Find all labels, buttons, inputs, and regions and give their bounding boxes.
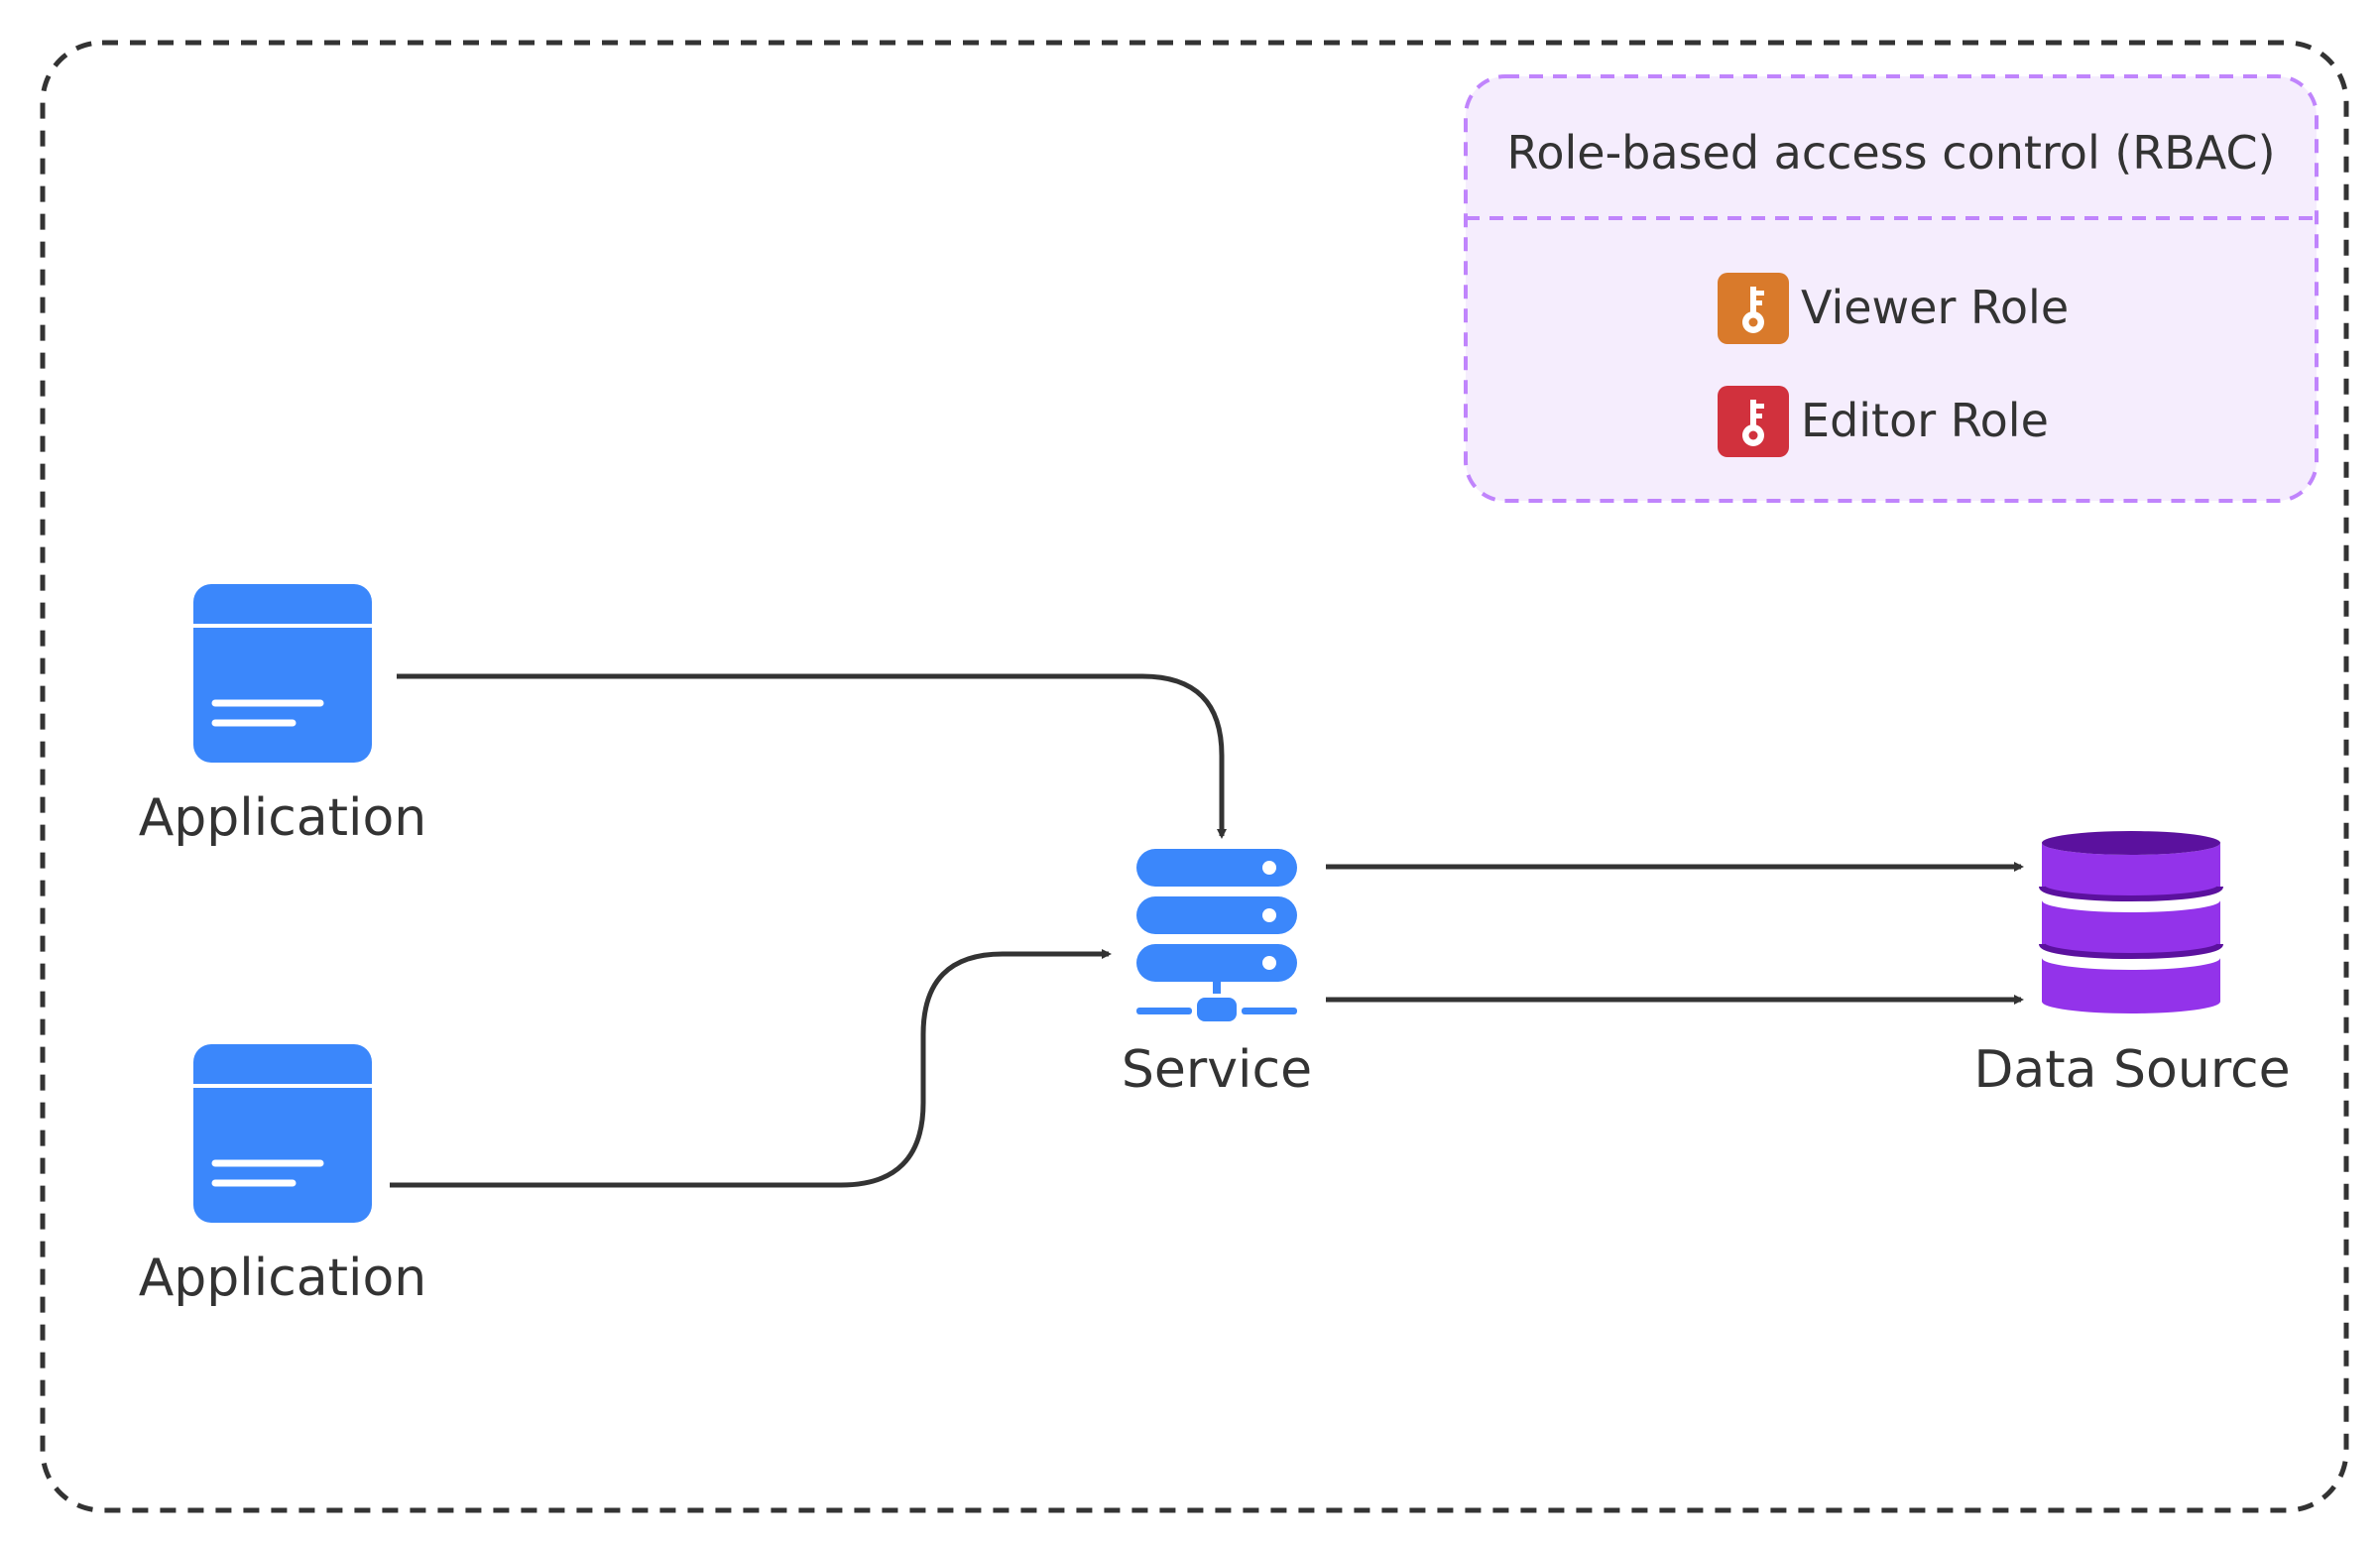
node-service: Service <box>1122 849 1312 1100</box>
application-window-icon <box>193 1044 372 1223</box>
data-source-label: Data Source <box>1973 1040 2290 1100</box>
node-application-2: Application <box>139 1044 427 1308</box>
legend-item-viewer-role: Viewer Role <box>1718 273 2069 344</box>
viewer-role-label: Viewer Role <box>1801 281 2069 334</box>
database-cylinder-icon <box>2039 831 2223 1013</box>
node-application-1: Application <box>139 584 427 848</box>
edge-app2-to-service <box>390 949 1112 1188</box>
application-1-label: Application <box>139 788 427 848</box>
outer-boundary <box>40 40 2349 1513</box>
connectors <box>390 673 2024 1188</box>
application-2-label: Application <box>139 1249 427 1308</box>
legend-item-editor-role: Editor Role <box>1718 386 2049 457</box>
legend-title: Role-based access control (RBAC) <box>1506 126 2275 179</box>
server-stack-icon <box>1136 849 1297 1021</box>
node-data-source: Data Source <box>1973 831 2291 1100</box>
service-label: Service <box>1122 1040 1312 1100</box>
viewer-key-icon <box>1718 273 1789 344</box>
edge-app1-to-service <box>397 673 1227 839</box>
legend-box <box>1464 74 2319 503</box>
editor-key-icon <box>1718 386 1789 457</box>
rbac-legend: Role-based access control (RBAC) Viewer … <box>1464 74 2319 503</box>
application-window-icon <box>193 584 372 763</box>
editor-role-label: Editor Role <box>1801 394 2049 447</box>
